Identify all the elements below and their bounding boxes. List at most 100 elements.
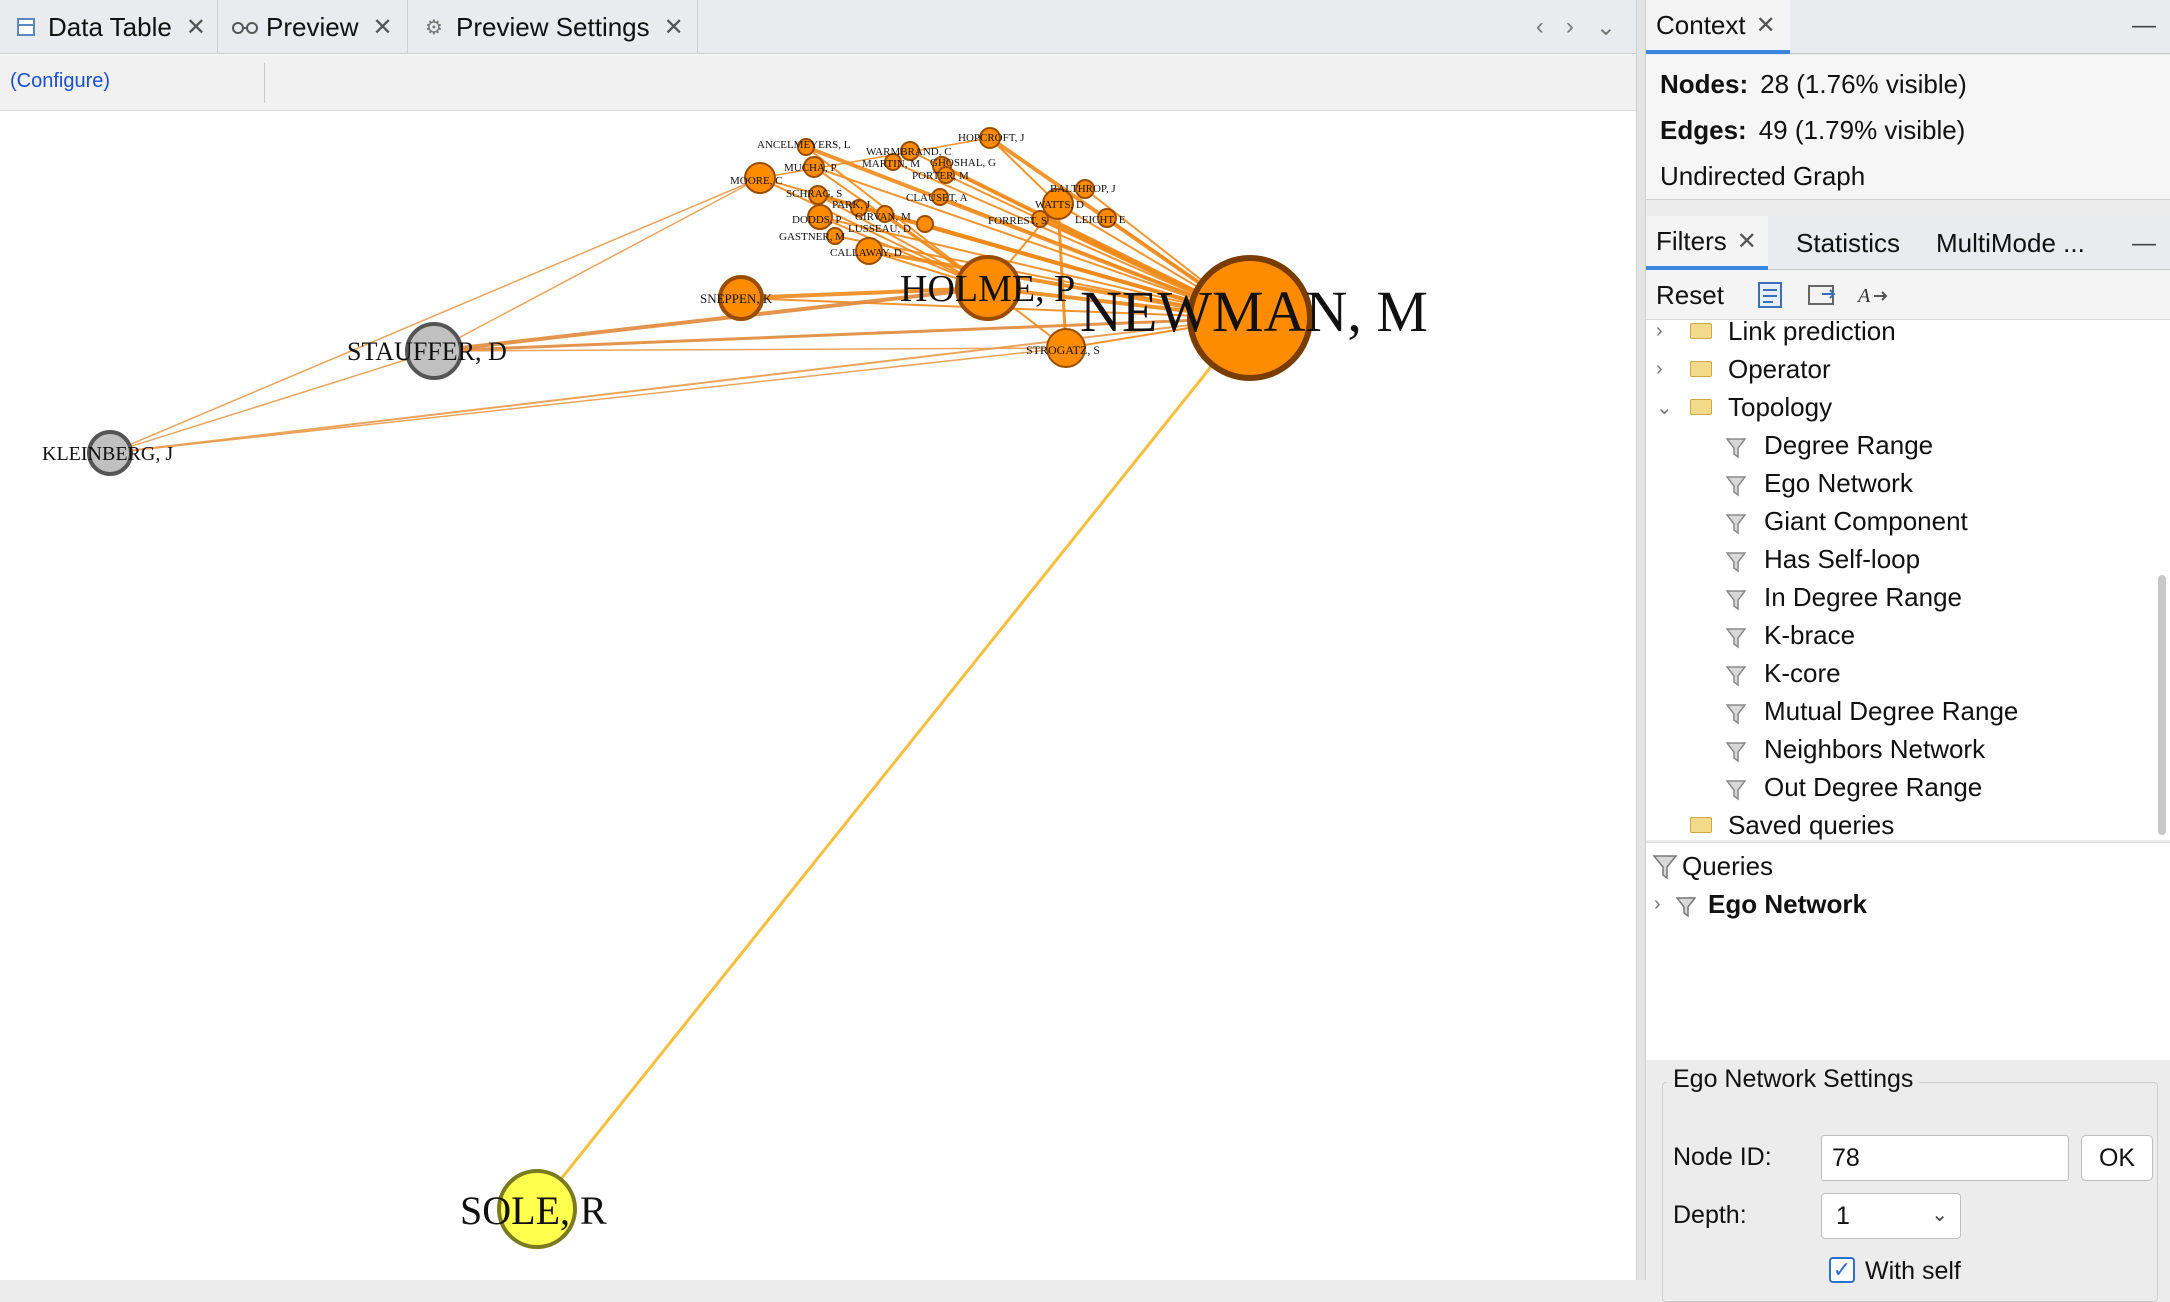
graph-node[interactable]: [497, 1169, 577, 1249]
ok-button[interactable]: OK: [2081, 1135, 2153, 1181]
chevron-right-icon[interactable]: ›: [1656, 357, 1663, 380]
rename-icon[interactable]: A: [1856, 280, 1888, 310]
chevron-right-icon[interactable]: ›: [1654, 892, 1661, 915]
funnel-icon: [1725, 549, 1747, 573]
graph-node[interactable]: [405, 322, 463, 380]
graph-node[interactable]: [744, 162, 776, 194]
graph-edge: [819, 216, 1251, 319]
graph-edge: [433, 316, 1251, 353]
tree-filter-item[interactable]: In Degree Range: [1646, 578, 2170, 616]
graph-node[interactable]: [1075, 179, 1095, 199]
graph-node[interactable]: [855, 237, 883, 265]
tab-preview[interactable]: Preview ✕: [218, 0, 408, 54]
graph-node[interactable]: [916, 215, 934, 233]
tree-item-label: Giant Component: [1764, 505, 1968, 536]
graph-node[interactable]: [1042, 188, 1074, 220]
chevron-left-icon[interactable]: ‹: [1535, 13, 1544, 40]
minimize-icon[interactable]: —: [2132, 230, 2156, 257]
node-id-input[interactable]: 78: [1821, 1135, 2069, 1181]
close-icon[interactable]: ✕: [185, 13, 206, 41]
svg-text:A: A: [1856, 285, 1871, 307]
chevron-down-icon[interactable]: ⌄: [1595, 13, 1616, 41]
tree-item-label: K-core: [1764, 657, 1841, 688]
tab-data-table[interactable]: Data Table ✕: [0, 0, 218, 54]
query-item[interactable]: › Ego Network: [1646, 885, 2170, 923]
graph-node[interactable]: [850, 199, 868, 217]
graph-node[interactable]: [718, 275, 764, 321]
graph-node[interactable]: [808, 185, 828, 205]
close-icon[interactable]: ✕: [1736, 227, 1757, 255]
graph-node[interactable]: [797, 138, 815, 156]
edges-count: Edges:49 (1.79% visible): [1660, 115, 1965, 146]
graph-edge: [109, 350, 435, 454]
tree-filter-item[interactable]: Mutual Degree Range: [1646, 692, 2170, 730]
settings-title: Ego Network Settings: [1667, 1065, 1920, 1094]
reset-button[interactable]: Reset: [1656, 280, 1724, 310]
graph-node[interactable]: [955, 255, 1021, 321]
with-self-checkbox[interactable]: ✓: [1829, 1257, 1855, 1283]
graph-node[interactable]: [1046, 328, 1086, 368]
node-label: ANCELMEYERS, L: [757, 139, 851, 151]
graph-node[interactable]: [937, 166, 955, 184]
glasses-icon: [230, 13, 258, 41]
graph-node[interactable]: [876, 205, 894, 223]
tree-filter-item[interactable]: Degree Range: [1646, 426, 2170, 464]
tree-item-label: Ego Network: [1764, 467, 1913, 498]
tab-navigation: ‹ › ⌄: [1536, 0, 1616, 54]
close-icon[interactable]: ✕: [663, 13, 684, 41]
graph-node[interactable]: [931, 188, 949, 206]
graph-node[interactable]: [803, 156, 825, 178]
tree-filter-item[interactable]: Has Self-loop: [1646, 540, 2170, 578]
tab-filters[interactable]: Filters ✕: [1646, 216, 1768, 270]
close-icon[interactable]: ✕: [372, 13, 393, 41]
tree-filter-item[interactable]: Giant Component: [1646, 502, 2170, 540]
gear-icon: ⚙: [425, 16, 443, 39]
folder-icon: [1690, 361, 1712, 377]
tab-statistics[interactable]: Statistics: [1796, 216, 1900, 270]
tree-filter-item[interactable]: Neighbors Network: [1646, 730, 2170, 768]
chevron-right-icon[interactable]: ›: [1656, 320, 1663, 342]
tree-folder[interactable]: › Operator: [1646, 350, 2170, 388]
chevron-down-icon[interactable]: ⌄: [1656, 396, 1673, 419]
graph-type: Undirected Graph: [1660, 161, 1866, 191]
tree-filter-item[interactable]: Out Degree Range: [1646, 768, 2170, 806]
graph-node[interactable]: [1031, 210, 1049, 228]
tree-item-label: Link prediction: [1728, 320, 1896, 346]
scrollbar[interactable]: [2158, 575, 2166, 835]
configure-link[interactable]: (Configure): [10, 70, 111, 92]
node-label: WARMBRAND, C: [866, 146, 952, 158]
queries-title: Queries: [1682, 850, 1774, 881]
node-label: PARK, J: [832, 199, 871, 211]
node-label: DODDS, P: [792, 214, 842, 226]
tab-multimode[interactable]: MultiMode ...: [1936, 216, 2085, 270]
graph-node[interactable]: [1097, 208, 1117, 228]
depth-select[interactable]: 1 ⌄: [1821, 1193, 1961, 1239]
graph-node[interactable]: [884, 153, 902, 171]
graph-edge-sole: [535, 317, 1252, 1210]
graph-edge: [109, 177, 761, 454]
panel-splitter[interactable]: [1636, 0, 1646, 1280]
graph-node[interactable]: [1187, 255, 1313, 381]
graph-node[interactable]: [87, 430, 133, 476]
tree-filter-item[interactable]: Ego Network: [1646, 464, 2170, 502]
tree-folder[interactable]: ⌄Topology: [1646, 388, 2170, 426]
graph-node[interactable]: [826, 227, 844, 245]
graph-node[interactable]: [807, 204, 833, 230]
nodes-value: 28 (1.76% visible): [1760, 69, 1967, 99]
minimize-icon[interactable]: —: [2132, 12, 2156, 39]
close-icon[interactable]: ✕: [1755, 11, 1776, 39]
graph-node[interactable]: [979, 127, 1001, 149]
chevron-right-icon[interactable]: ›: [1565, 13, 1574, 40]
tree-item-label: Operator: [1728, 353, 1831, 384]
tab-context[interactable]: Context ✕: [1646, 0, 1790, 54]
graph-node[interactable]: [900, 141, 920, 161]
export-icon[interactable]: [1806, 280, 1838, 310]
tree-folder[interactable]: Saved queries: [1646, 806, 2170, 840]
tree-filter-item[interactable]: K-brace: [1646, 616, 2170, 654]
context-panel: Nodes:28 (1.76% visible) Edges:49 (1.79%…: [1646, 55, 2170, 200]
tree-folder[interactable]: › Link prediction: [1646, 320, 2170, 350]
tree-filter-item[interactable]: K-core: [1646, 654, 2170, 692]
filter-list-icon[interactable]: [1756, 280, 1788, 310]
tab-preview-settings[interactable]: ⚙ Preview Settings ✕: [408, 0, 698, 54]
